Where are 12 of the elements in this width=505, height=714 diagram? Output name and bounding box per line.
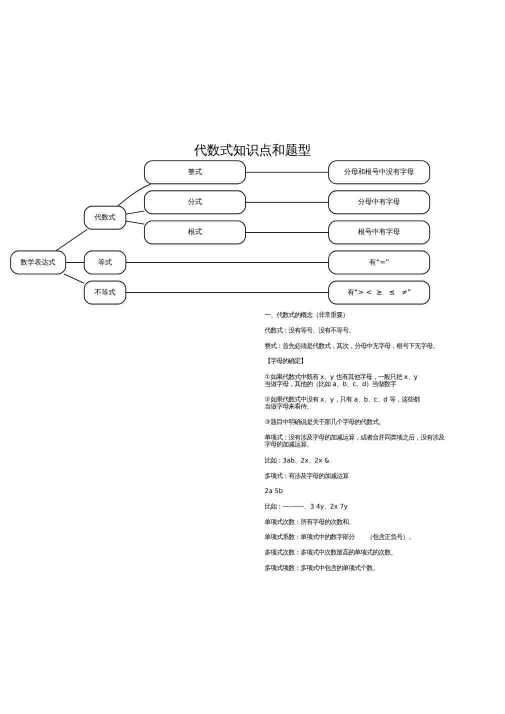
connector <box>245 202 330 203</box>
connector <box>64 274 84 284</box>
connector <box>245 232 330 233</box>
connector <box>245 172 330 173</box>
connector <box>126 262 329 263</box>
connector <box>117 183 152 207</box>
connector <box>55 228 88 252</box>
connector <box>65 262 85 263</box>
diagram-title: 代数式知识点和题型 <box>194 143 311 158</box>
connector <box>126 292 329 293</box>
connector <box>126 220 145 225</box>
connector <box>126 210 145 215</box>
